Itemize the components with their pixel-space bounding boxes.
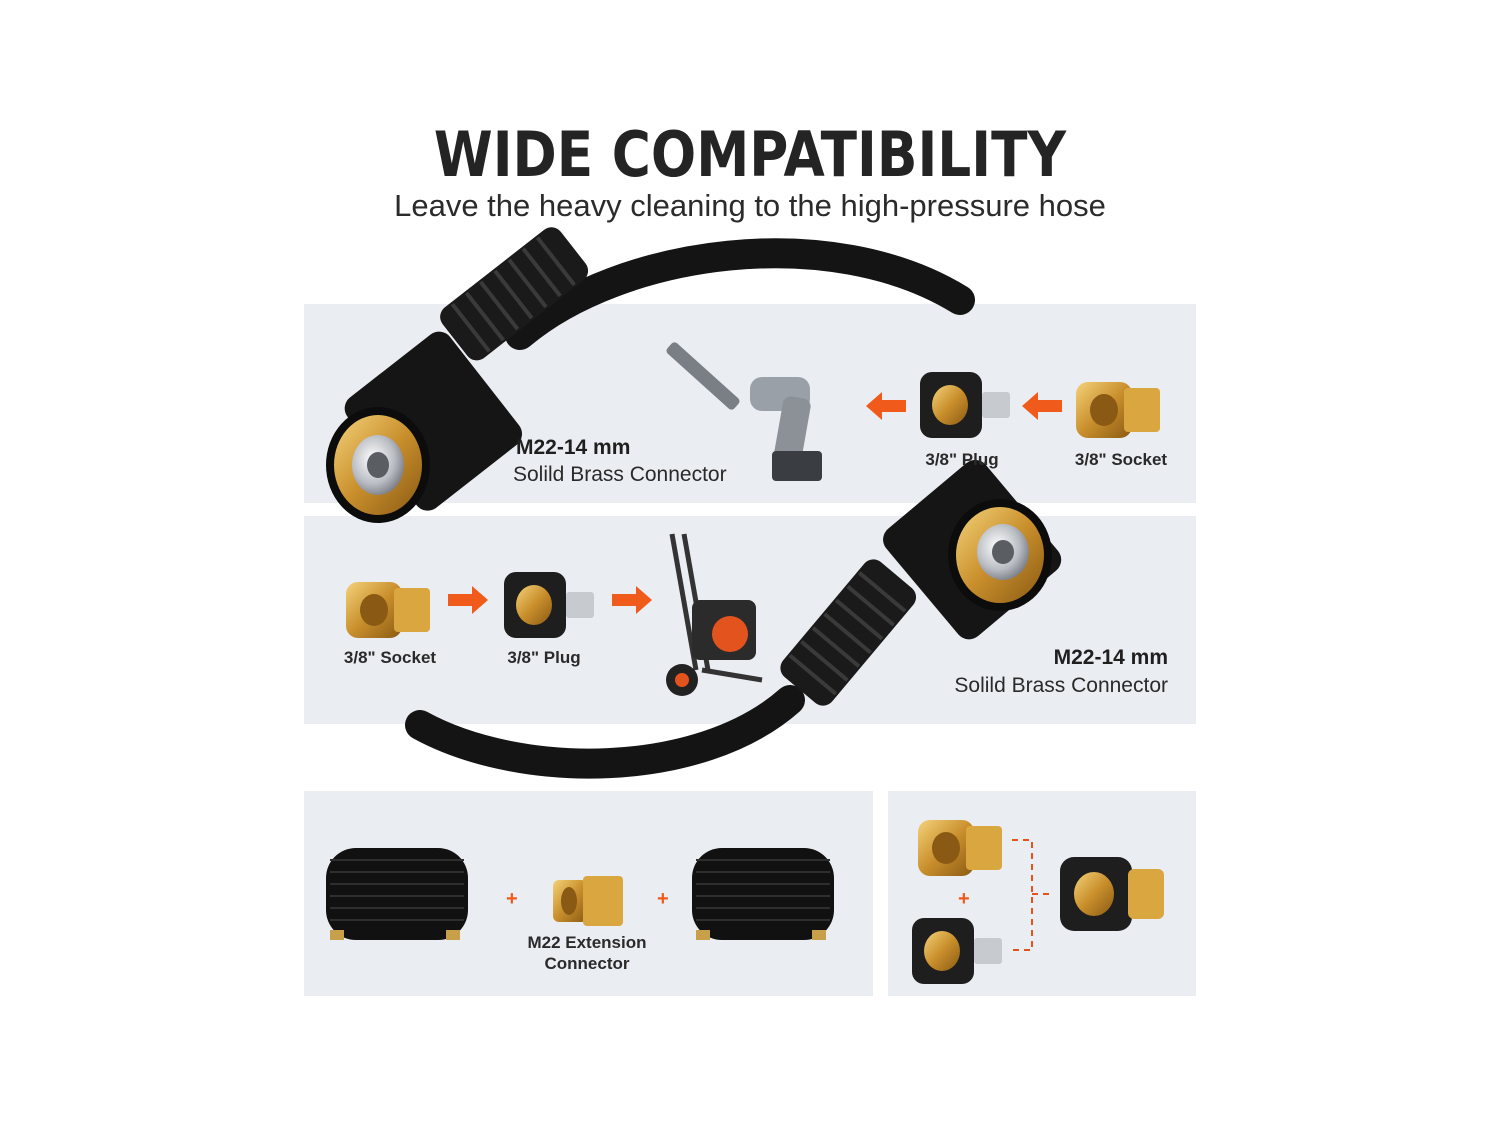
middle-connector-subtitle: Solild Brass Connector (954, 674, 1168, 697)
extension-label-line1: M22 Extension (527, 933, 647, 952)
top-connector-subtitle: Solild Brass Connector (513, 463, 727, 486)
plus-sign: + (657, 888, 669, 910)
top-socket-label: 3/8" Socket (1074, 450, 1168, 469)
page-subtitle: Leave the heavy cleaning to the high-pre… (394, 188, 1106, 223)
plug-adapter-icon (912, 918, 1002, 984)
socket-icon (918, 820, 1002, 876)
assembled-adapter-icon (1060, 857, 1164, 931)
arrow-left-icon (1022, 392, 1062, 420)
coiled-hose-icon (326, 848, 468, 940)
top-connector-title: M22-14 mm (516, 436, 631, 459)
pressure-washer-icon (666, 533, 763, 696)
plus-sign: + (958, 888, 970, 910)
socket-icon (346, 582, 430, 638)
middle-plug-label: 3/8" Plug (507, 648, 581, 667)
extension-connector-icon (553, 876, 623, 926)
arrow-right-icon (448, 586, 488, 614)
top-plug-label: 3/8" Plug (925, 450, 999, 469)
plug-adapter-icon (504, 572, 594, 638)
middle-connector-title: M22-14 mm (1053, 646, 1168, 669)
page-title: WIDE COMPATIBILITY (433, 118, 1067, 191)
extension-label-line2: Connector (544, 954, 630, 973)
plug-adapter-icon (920, 372, 1010, 438)
arrow-right-icon (612, 586, 652, 614)
coiled-hose-icon (692, 848, 834, 940)
plus-sign: + (506, 888, 518, 910)
middle-socket-label: 3/8" Socket (343, 648, 437, 667)
spray-gun-icon (666, 342, 822, 481)
arrow-left-icon (866, 392, 906, 420)
socket-icon (1076, 382, 1160, 438)
bracket-connector-line (1012, 839, 1050, 951)
